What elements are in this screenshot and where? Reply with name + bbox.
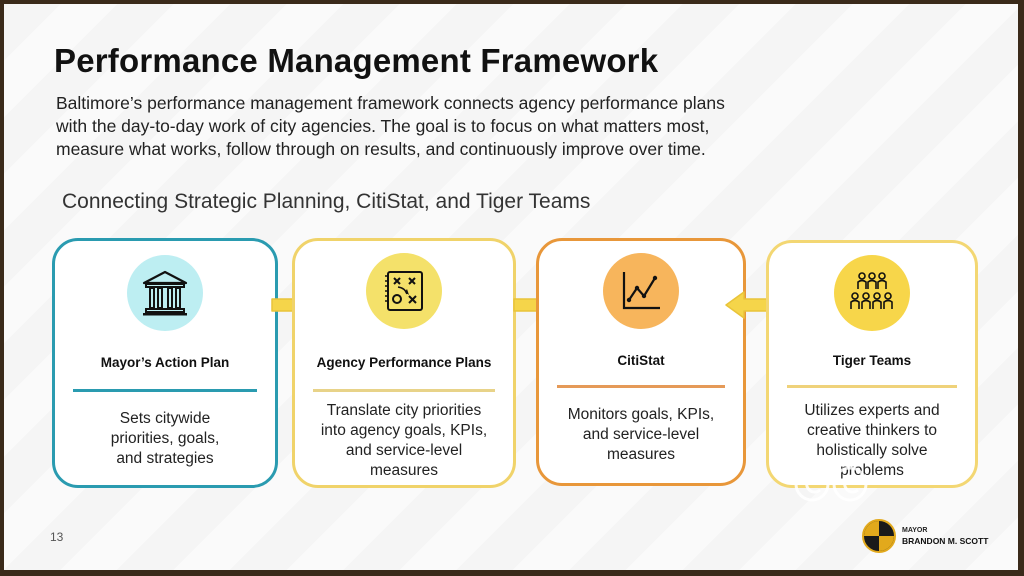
card-divider: [557, 385, 725, 388]
card-divider: [787, 385, 957, 388]
card-description: Monitors goals, KPIs, and service-level …: [551, 405, 731, 465]
card-title: Tiger Teams: [832, 353, 912, 368]
card-desc-line: Translate city priorities: [326, 402, 482, 419]
card-desc-line: holistically solve: [816, 442, 928, 459]
card-description: Translate city priorities into agency go…: [307, 401, 501, 481]
building-icon: [142, 270, 188, 316]
strategy-board-icon-circle: [366, 253, 442, 329]
card-desc-line: problems: [840, 462, 904, 479]
card-citistat: CitiStat Monitors goals, KPIs, and servi…: [536, 238, 746, 486]
card-desc-line: creative thinkers to: [806, 422, 938, 439]
card-desc-line: into agency goals, KPIs,: [320, 422, 488, 439]
card-desc-line: Sets citywide: [119, 410, 211, 427]
maryland-flag-seal-icon: [862, 519, 896, 553]
card-desc-line: and service-level: [345, 442, 463, 459]
card-title: CitiStat: [617, 353, 665, 368]
card-divider: [313, 389, 495, 392]
intro-line: Baltimore’s performance management frame…: [56, 93, 725, 113]
team-icon: [850, 272, 893, 309]
card-description: Utilizes experts and creative thinkers t…: [781, 401, 963, 481]
card-description: Sets citywide priorities, goals, and str…: [67, 409, 263, 469]
page-number: 13: [50, 530, 64, 544]
line-chart-icon-circle: [603, 253, 679, 329]
card-desc-line: Monitors goals, KPIs,: [567, 406, 715, 423]
intro-line: measure what works, follow through on re…: [56, 139, 706, 159]
logo-line-name: BRANDON M. SCOTT: [902, 536, 989, 546]
slide-title: Performance Management Framework: [54, 42, 659, 79]
line-chart-icon: [622, 272, 660, 310]
card-agency-performance-plans: Agency Performance Plans Translate city …: [292, 238, 516, 488]
slide: Performance Management Framework Baltimo…: [4, 4, 1018, 570]
strategy-board-icon: [385, 271, 423, 311]
logo-text: MAYOR BRANDON M. SCOTT: [902, 526, 988, 546]
building-icon-circle: [127, 255, 203, 331]
section-subtitle: Connecting Strategic Planning, CitiStat,…: [62, 190, 591, 213]
card-desc-line: measures: [606, 446, 676, 463]
card-mayors-action-plan: Mayor’s Action Plan Sets citywide priori…: [52, 238, 278, 488]
card-title: Agency Performance Plans: [316, 355, 492, 370]
card-desc-line: and service-level: [582, 426, 700, 443]
intro-paragraph: Baltimore’s performance management frame…: [56, 92, 936, 161]
card-divider: [73, 389, 257, 392]
intro-line: with the day-to-day work of city agencie…: [56, 116, 710, 136]
card-desc-line: and strategies: [116, 450, 214, 467]
team-icon-circle: [834, 255, 910, 331]
card-desc-line: measures: [369, 462, 439, 479]
card-desc-line: priorities, goals,: [110, 430, 220, 447]
logo-line-mayor: MAYOR: [902, 527, 928, 534]
card-tiger-teams: Tiger Teams Utilizes experts and creativ…: [766, 240, 978, 488]
card-desc-line: Utilizes experts and: [804, 402, 940, 419]
card-title: Mayor’s Action Plan: [100, 355, 230, 370]
mayor-logo: MAYOR BRANDON M. SCOTT: [862, 514, 1002, 558]
